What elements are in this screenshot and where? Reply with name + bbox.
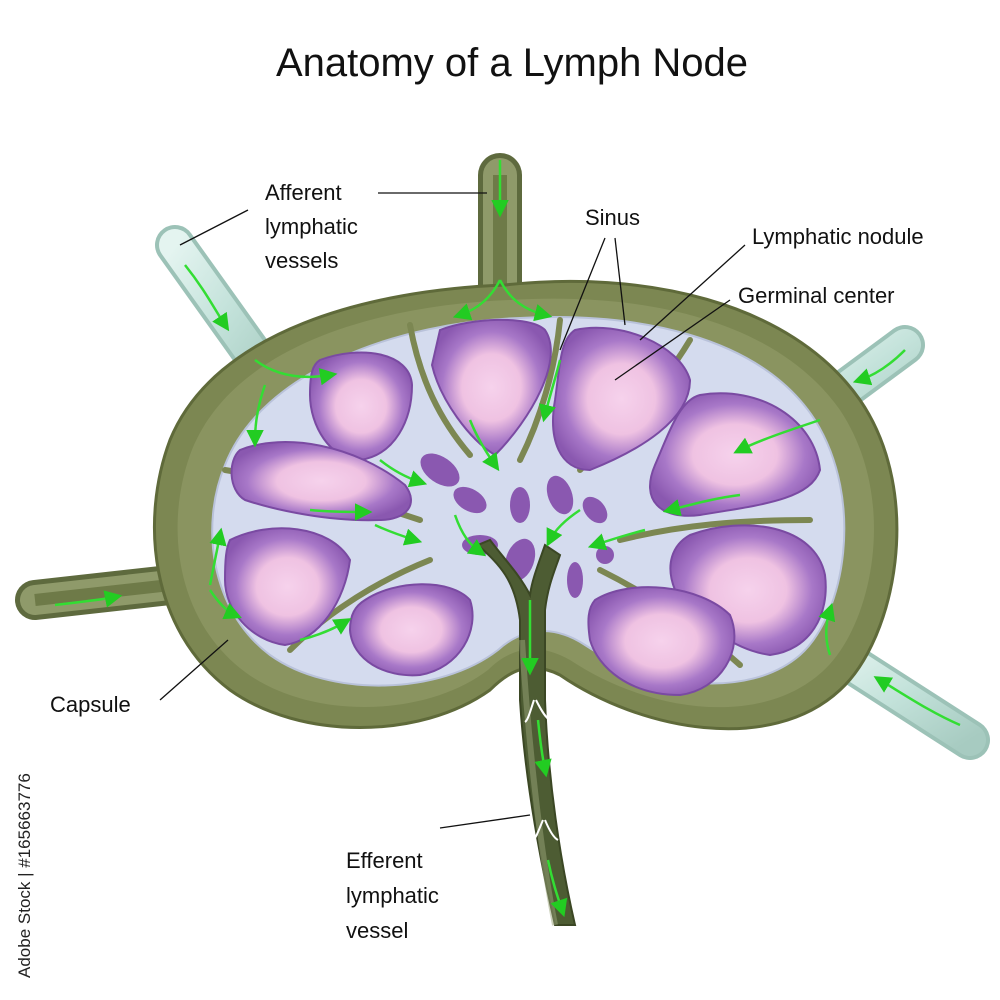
lymphatic-nodule [430,318,552,457]
efferent-vessel [476,538,577,926]
label-capsule: Capsule [50,692,131,717]
watermark-text: Adobe Stock | #165663776 [15,773,34,978]
label-efferent-line3: vessel [346,918,408,943]
label-efferent-line1: Efferent [346,848,423,873]
lymphatic-nodule [552,326,692,472]
label-afferent-line1: Afferent [265,180,342,205]
lymphatic-nodule [587,586,736,697]
label-lymphatic-nodule: Lymphatic nodule [752,224,924,249]
label-afferent-line2: lymphatic [265,214,358,239]
label-efferent-line2: lymphatic [346,883,439,908]
label-germinal-center: Germinal center [738,283,895,308]
label-afferent-line3: vessels [265,248,338,273]
leader-lines [159,192,746,829]
lymphatic-nodule [230,441,412,522]
diagram-title: Anatomy of a Lymph Node [276,41,748,85]
lymphatic-nodules [223,318,827,697]
labels: Afferent lymphatic vessels Sinus Lymphat… [50,180,924,943]
label-sinus: Sinus [585,205,640,230]
lymphatic-nodule [649,392,822,517]
lymph-flow-arrows [54,160,961,918]
